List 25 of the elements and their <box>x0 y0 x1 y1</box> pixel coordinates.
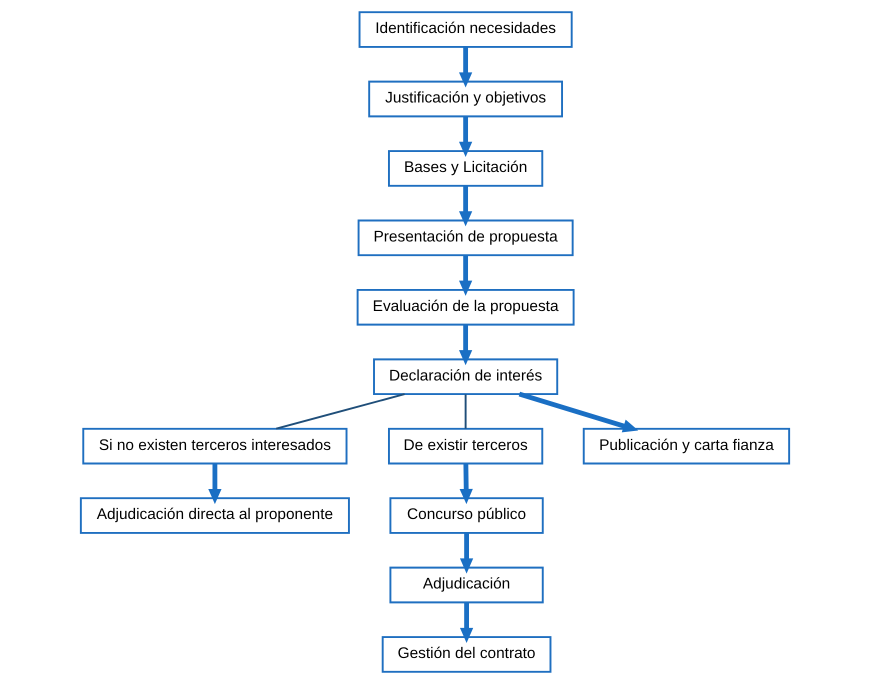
arrow <box>458 256 472 296</box>
node-box: Publicación y carta fianza <box>582 428 790 464</box>
arrow <box>518 392 638 432</box>
node-box: Bases y Licitación <box>388 150 544 187</box>
node-box: De existir terceros <box>388 428 544 464</box>
arrow <box>458 47 472 88</box>
node-box: Declaración de interés <box>373 358 558 396</box>
node-box: Identificación necesidades <box>358 11 573 48</box>
node-box: Si no existen terceros interesados <box>82 428 348 464</box>
node-box: Gestión del contrato <box>382 636 552 673</box>
node-box: Adjudicación directa al proponente <box>80 497 350 534</box>
connector <box>464 394 467 429</box>
node-box: Adjudicación <box>389 566 544 604</box>
node-box: Justificación y objetivos <box>368 80 564 118</box>
node-box: Presentación de propuesta <box>358 220 574 256</box>
arrow <box>458 324 472 366</box>
connector <box>276 393 405 430</box>
node-box: Concurso público <box>389 497 544 534</box>
arrow <box>458 186 472 226</box>
arrow <box>208 464 222 504</box>
arrow <box>460 464 473 504</box>
arrow <box>460 602 474 643</box>
arrow <box>460 533 474 574</box>
node-box: Evaluación de la propuesta <box>356 288 575 326</box>
arrow <box>458 116 472 157</box>
